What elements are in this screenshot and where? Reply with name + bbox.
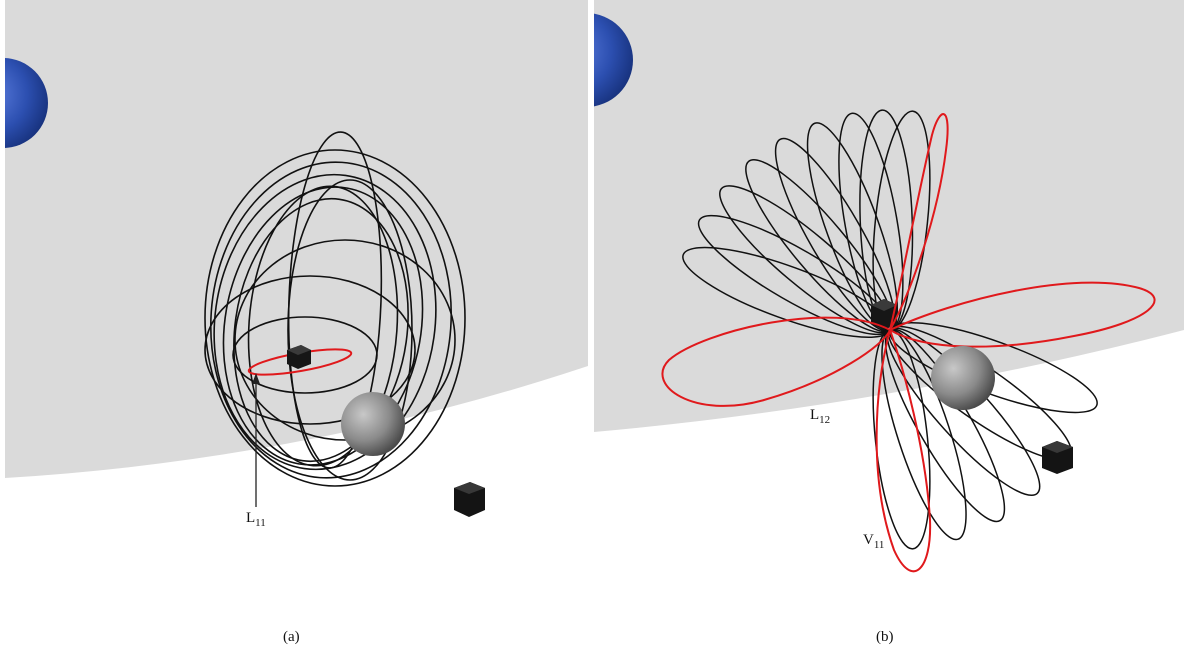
halo-orbit xyxy=(287,179,413,481)
orbit-l12 xyxy=(887,281,1156,348)
earth-sphere xyxy=(594,13,633,107)
halo-orbit xyxy=(204,149,466,487)
orbit-label-l11: L11 xyxy=(246,510,266,529)
orbit-label-l12: L12 xyxy=(810,407,831,426)
halo-orbit xyxy=(233,197,409,463)
panel-b: L12 V11 xyxy=(594,0,1184,600)
halo-orbit-family xyxy=(204,131,466,487)
libration-point-marker-2 xyxy=(454,482,485,517)
halo-orbit xyxy=(234,239,456,441)
halo-orbit xyxy=(213,173,437,471)
libration-point-marker xyxy=(287,345,311,369)
halo-orbit xyxy=(209,161,453,479)
l11-pointer-arrow xyxy=(252,373,260,507)
halo-orbit xyxy=(222,186,424,466)
caption-a: (a) xyxy=(283,629,300,645)
reference-plane xyxy=(594,0,1184,432)
earth-sphere xyxy=(5,58,48,148)
caption-b: (b) xyxy=(876,629,894,645)
orbit-l12-lobe xyxy=(661,316,892,407)
reference-plane xyxy=(5,0,588,478)
orbit-v11-lobe xyxy=(875,326,932,573)
halo-orbit xyxy=(232,316,378,394)
libration-point-marker-2 xyxy=(1042,441,1073,474)
panel-a: L11 xyxy=(5,0,588,600)
halo-orbit xyxy=(204,275,416,425)
libration-point-marker xyxy=(871,299,897,330)
moon-sphere xyxy=(341,392,405,456)
orbit-label-v11: V11 xyxy=(863,532,885,551)
orbit-v11 xyxy=(889,113,949,331)
panel-b-figure xyxy=(594,0,1184,573)
panel-a-figure xyxy=(5,0,588,517)
moon-sphere xyxy=(931,346,995,410)
